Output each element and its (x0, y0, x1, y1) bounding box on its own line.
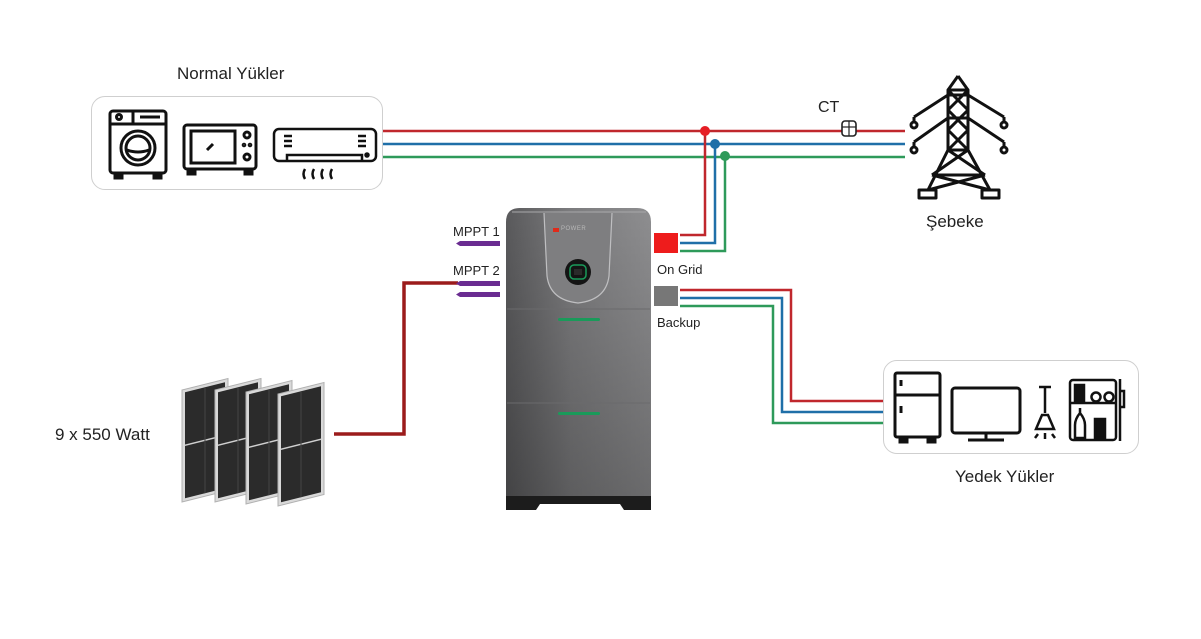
main-three-phase-line (381, 129, 905, 159)
on-grid-wire-red (680, 131, 707, 237)
cabinet-icon (1068, 378, 1126, 442)
junction-green (720, 151, 730, 161)
mppt2-connector-a (456, 281, 500, 286)
inverter-brand: POWER (561, 226, 587, 232)
refrigerator-icon (893, 371, 942, 444)
backup-loads-box (883, 360, 1139, 454)
air-conditioner-icon (272, 127, 378, 180)
mppt-connectors (456, 241, 500, 297)
backup-port (654, 286, 678, 306)
normal-loads-box (91, 96, 383, 190)
backup-loads-title: Yedek Yükler (955, 467, 1055, 486)
on-grid-wire-green (680, 157, 727, 253)
indicator-bar-bottom (558, 412, 600, 415)
on-grid-port (654, 233, 678, 253)
mppt1-label: MPPT 1 (453, 224, 500, 239)
pv-string-wire (334, 281, 458, 436)
backup-wire-red (680, 288, 883, 403)
solar-panel-array (181, 377, 325, 507)
mppt2-label: MPPT 2 (453, 263, 500, 278)
ct-clamp-icon (841, 120, 857, 137)
transmission-tower-icon (909, 75, 1009, 200)
on-grid-feed (680, 126, 730, 253)
mppt2-connector-b (456, 292, 500, 297)
indicator-bar-top (558, 318, 600, 321)
backup-wire-blue (680, 296, 883, 414)
pendant-lamp-icon (1034, 385, 1056, 439)
normal-loads-icons (108, 109, 378, 180)
grid-title: Şebeke (926, 212, 984, 231)
on-grid-wire-blue (680, 144, 717, 245)
backup-label: Backup (657, 315, 701, 330)
normal-loads-title: Normal Yükler (177, 64, 285, 83)
solar-array-label: 9 x 550 Watt (55, 425, 150, 444)
television-icon (950, 386, 1022, 442)
junction-blue (710, 139, 720, 149)
backup-loads-icons (893, 371, 1126, 444)
hybrid-inverter (506, 208, 651, 510)
washing-machine-icon (108, 109, 168, 180)
backup-wire-green (680, 304, 883, 425)
junction-red (700, 126, 710, 136)
mppt1-connector (456, 241, 500, 246)
ct-label: CT (818, 99, 840, 116)
microwave-icon (182, 123, 258, 176)
on-grid-label: On Grid (657, 262, 703, 277)
backup-feed (680, 288, 883, 425)
solar-panel (277, 381, 325, 507)
